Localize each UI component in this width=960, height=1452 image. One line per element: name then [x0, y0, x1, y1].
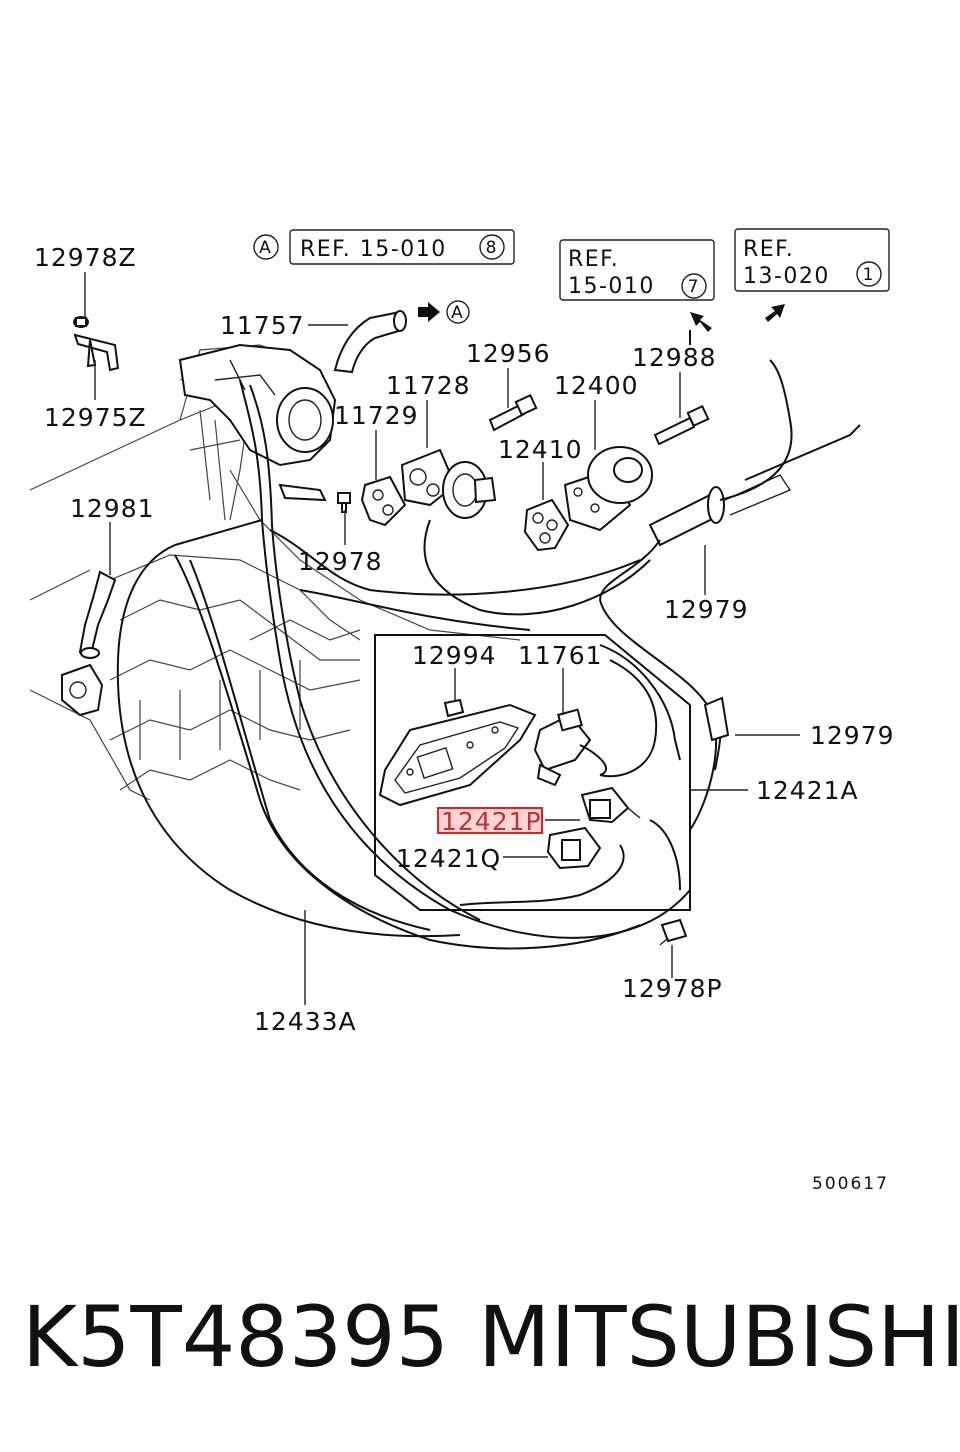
engine-block-sketch: [29, 344, 521, 801]
label-11757: 11757: [220, 311, 305, 340]
bolt-12978P: [659, 918, 688, 946]
arrow-to-ref-15-010-7: [690, 312, 712, 332]
label-12421Q: 12421Q: [396, 844, 501, 873]
nut-12994: [443, 698, 465, 718]
solenoid-12421P: [580, 786, 641, 824]
egr-valve: [442, 461, 497, 519]
label-12421A: 12421A: [756, 776, 859, 805]
gasket-11729: [360, 475, 407, 527]
actuator-12979: [648, 474, 792, 547]
label-12978Z: 12978Z: [34, 243, 137, 272]
ref-b-num: 7: [688, 277, 701, 297]
bracket-plate: [378, 703, 537, 807]
bolt-12978: [337, 492, 351, 513]
leader-lines: [84, 272, 800, 1005]
gasket-12410: [523, 498, 570, 552]
label-12975Z: 12975Z: [44, 403, 147, 432]
label-12421P: 12421P: [441, 807, 542, 836]
ref-box-15-010-8: A REF. 15-010 8: [253, 229, 515, 265]
arrow-to-ref-13-020-1: [765, 304, 785, 322]
arrow-A-marker: A: [451, 303, 465, 323]
label-12979-lower: 12979: [810, 721, 895, 750]
arrow-to-A: A: [418, 300, 470, 324]
ref-c-num: 1: [863, 265, 876, 285]
ref-c-line2: 13-020: [743, 264, 830, 289]
hose-11757: [333, 310, 407, 374]
ref-box-13-020-1: REF. 13-020 1: [734, 228, 890, 292]
part-labels: 12978Z 12975Z 11757 12956 12988 11728 12…: [34, 243, 895, 1036]
highlight-box-12421P: [437, 807, 543, 834]
bolt-12978Z: [73, 316, 89, 328]
inset-solenoid-box: [374, 634, 691, 911]
label-12988: 12988: [632, 343, 717, 372]
label-12979-upper: 12979: [664, 595, 749, 624]
label-12978P: 12978P: [622, 974, 723, 1003]
label-12994: 12994: [412, 641, 497, 670]
ref-a-num: 8: [486, 238, 499, 258]
label-12956: 12956: [466, 339, 551, 368]
label-12978: 12978: [298, 547, 383, 576]
hose-12981: [61, 570, 117, 717]
ref-a-text: REF. 15-010: [300, 237, 447, 262]
egr-valve-12400: [563, 446, 653, 532]
ref-box-15-010-7: REF. 15-010 7: [559, 239, 715, 301]
label-12400: 12400: [554, 371, 639, 400]
ref-b-line1: REF.: [568, 247, 619, 272]
label-12410: 12410: [498, 435, 583, 464]
part-number-caption: K5T48395: [22, 1288, 449, 1386]
label-11728: 11728: [386, 371, 471, 400]
label-12433A: 12433A: [254, 1007, 357, 1036]
vacuum-hoses: [116, 330, 861, 950]
solenoid-11761: [533, 708, 608, 787]
brand-caption: MITSUBISHI: [478, 1288, 960, 1386]
label-12981: 12981: [70, 494, 155, 523]
label-11761: 11761: [518, 641, 603, 670]
diagram-number: 500617: [812, 1174, 889, 1194]
bolt-12988: [653, 404, 710, 446]
label-11729: 11729: [334, 401, 419, 430]
bolt-12956: [488, 393, 538, 432]
ref-a-marker: A: [259, 238, 273, 258]
ref-c-line1: REF.: [743, 237, 794, 262]
solenoid-12421Q: [546, 826, 602, 870]
throttle-body: [178, 343, 337, 502]
bracket-12975Z: [73, 333, 120, 372]
ref-b-line2: 15-010: [568, 274, 655, 299]
